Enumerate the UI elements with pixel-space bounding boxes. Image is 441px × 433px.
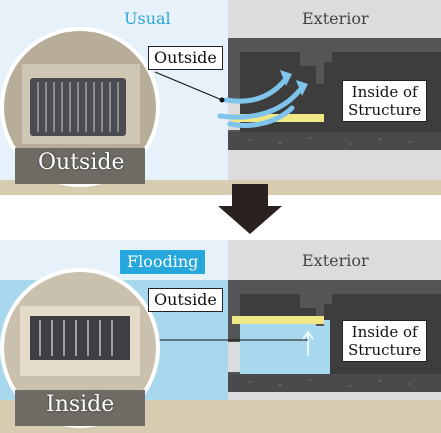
- photo-caption: Inside: [46, 392, 114, 417]
- leader-dot: [220, 98, 225, 103]
- inside-structure-line2: Structure: [348, 101, 421, 119]
- inside-structure-line2: Structure: [348, 341, 421, 359]
- flooding-panel: Flooding Exterior Outside Inside of Stru…: [0, 240, 441, 433]
- usual-panel: Usual Exterior Outside Inside of Structu…: [0, 0, 441, 195]
- inside-structure-label: Inside of Structure: [342, 80, 427, 122]
- exterior-label: Exterior: [302, 9, 369, 28]
- inside-structure-label: Inside of Structure: [342, 320, 427, 362]
- exterior-label: Exterior: [302, 251, 369, 270]
- mode-label-usual: Usual: [124, 9, 171, 28]
- mode-label-flooding: Flooding: [120, 250, 205, 274]
- down-arrow-icon: [210, 184, 290, 236]
- water-inside-vent: [240, 320, 330, 374]
- vent-plate-raised: [232, 316, 324, 324]
- float-vent-grille: [30, 316, 130, 360]
- inside-structure-line1: Inside of: [348, 83, 421, 101]
- concrete-base: [228, 374, 441, 392]
- outside-label: Outside: [148, 46, 223, 70]
- outside-label: Outside: [148, 288, 223, 312]
- photo-caption: Outside: [38, 150, 124, 175]
- inside-structure-line1: Inside of: [348, 323, 421, 341]
- concrete-base: [228, 132, 441, 150]
